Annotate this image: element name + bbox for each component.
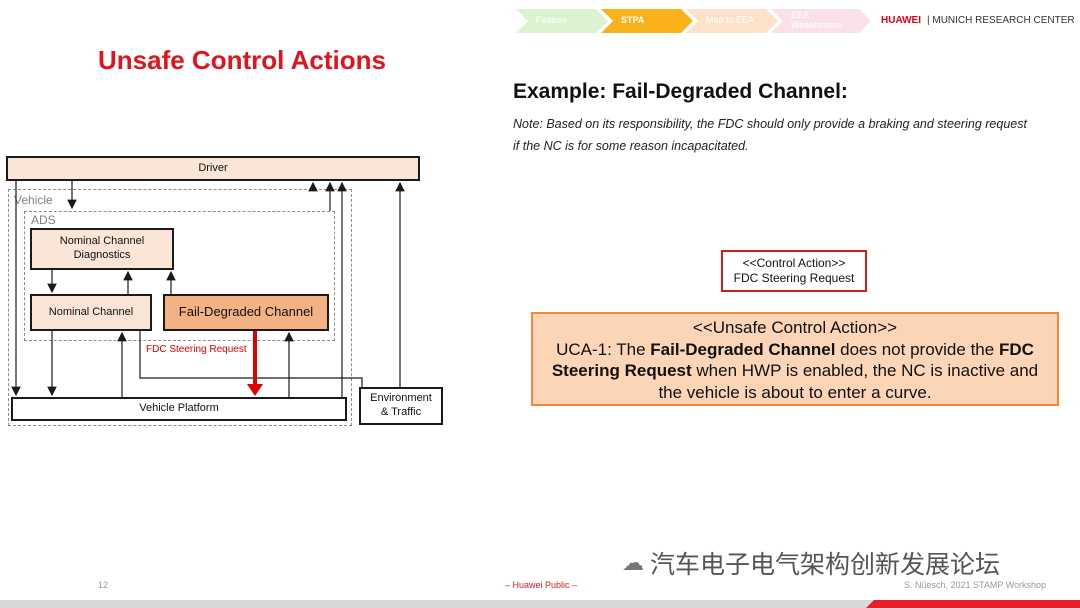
nominal-status-line: [139, 331, 363, 387]
step-stpa: STPA: [601, 9, 693, 33]
bottom-accent: [866, 600, 1080, 608]
research-center-label: | MUNICH RESEARCH CENTER: [927, 15, 1075, 26]
fdc-steering-request-label: FDC Steering Request: [146, 344, 247, 355]
driver-box: Driver: [6, 156, 420, 181]
bottom-bar: [0, 600, 1080, 608]
example-note: Note: Based on its responsibility, the F…: [513, 117, 1027, 153]
wechat-icon: ☁: [622, 550, 644, 575]
watermark: ☁ 汽车电子电气架构创新发展论坛: [622, 550, 1001, 579]
control-action-box: <<Control Action>> FDC Steering Request: [721, 250, 867, 292]
slide-title: Unsafe Control Actions: [98, 45, 386, 75]
example-heading: Example: Fail-Degraded Channel:: [513, 80, 848, 103]
fail-degraded-channel-box: Fail-Degraded Channel: [163, 294, 329, 331]
vehicle-boundary: [8, 189, 352, 426]
vehicle-label: Vehicle: [14, 193, 53, 207]
classification-label: – Huawei Public –: [505, 580, 578, 590]
uca-stereotype: <<Unsafe Control Action>>: [692, 318, 898, 337]
page-number: 12: [98, 580, 109, 590]
uca-description: UCA-1: The Fail-Degraded Channel does no…: [551, 339, 1039, 402]
unsafe-control-action-box: <<Unsafe Control Action>> UCA-1: The Fai…: [531, 312, 1059, 406]
step-feature: Feature: [516, 9, 608, 33]
brand-logo: HUAWEI: [881, 15, 921, 26]
control-action-stereotype: <<Control Action>>: [742, 256, 846, 270]
control-action-name: FDC Steering Request: [733, 271, 855, 285]
footer-credit: S. Nüesch, 2021 STAMP Workshop: [904, 580, 1047, 590]
step-eea-weaknesses: EEA Weaknesses: [771, 9, 871, 33]
environment-traffic-box: Environment & Traffic: [359, 387, 443, 425]
nominal-channel-box: Nominal Channel: [30, 294, 152, 331]
vehicle-platform-box: Vehicle Platform: [11, 397, 347, 421]
fdc-steering-request-arrowhead: [247, 384, 263, 396]
diagnostics-box: Nominal Channel Diagnostics: [30, 228, 174, 270]
step-map-to-eea: Map to EEA: [686, 9, 778, 33]
ads-boundary: [24, 211, 335, 341]
ads-label: ADS: [31, 213, 56, 227]
